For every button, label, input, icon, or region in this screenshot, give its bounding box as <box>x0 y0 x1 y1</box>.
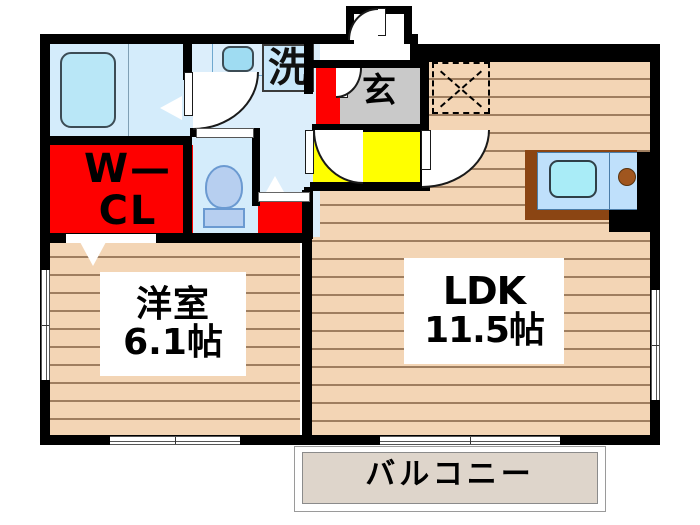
window-center-mark <box>652 345 659 346</box>
wall-top-ldk <box>418 44 660 62</box>
shoe-closet-opening-arrow <box>266 176 284 192</box>
wcl-label-line2: CL <box>98 188 158 234</box>
washitsu-size: 6.1帖 <box>123 322 223 363</box>
window-center-mark <box>175 437 176 444</box>
wall-vestibule-right <box>404 6 412 36</box>
washer-label: 洗 <box>268 45 308 91</box>
washitsu-name: 洋室 <box>135 284 210 326</box>
window-center-mark <box>42 325 49 326</box>
balcony-label: バルコニー <box>300 452 600 498</box>
window-center-mark <box>470 437 471 444</box>
wall-vestibule-left <box>346 6 354 36</box>
wall-genkan-bottom <box>312 124 428 132</box>
bath-opening-arrow <box>160 96 182 120</box>
wcl-opening-arrow <box>80 242 106 266</box>
wall-top-left <box>40 34 312 44</box>
toilet-tank-icon <box>203 208 245 228</box>
wall-hall-bottom <box>310 182 430 191</box>
wall-toilet-right <box>252 128 260 206</box>
wcl-closet <box>50 145 193 235</box>
genkan-label-box: 玄 <box>356 68 402 116</box>
toilet-bowl-icon <box>205 165 243 209</box>
pipe-shaft-icon <box>432 62 490 114</box>
washroom-door-leaf[interactable] <box>305 130 314 174</box>
washitsu-window-bottom[interactable] <box>110 436 240 445</box>
balcony-label-text: バルコニー <box>365 457 535 493</box>
wall-top-entry-right <box>404 34 418 44</box>
gas-burner-icon-1 <box>618 168 636 186</box>
wall-wcl-bottom <box>40 233 310 243</box>
shoe-closet-opening[interactable] <box>258 192 310 202</box>
genkan-label: 玄 <box>362 71 396 112</box>
wall-top-ldk-riser <box>410 44 420 62</box>
wall-bath-bottom <box>40 136 192 145</box>
unit-bath-divider <box>128 42 129 138</box>
ldk-size: 11.5帖 <box>424 310 545 352</box>
kitchen-counter-split <box>609 152 610 210</box>
ldk-balcony-door[interactable] <box>380 436 560 445</box>
ldk-window-right[interactable] <box>651 290 660 400</box>
ldk-label: LDK 11.5帖 <box>404 258 564 364</box>
wall-bottom-outer <box>40 435 660 445</box>
wall-right-outer <box>650 44 660 445</box>
ldk-door-leaf[interactable] <box>421 130 431 170</box>
wcl-label: W— CL <box>58 148 198 232</box>
wall-hall-right <box>420 60 429 190</box>
shoe-closet <box>258 202 310 237</box>
wcl-label-line1: W— <box>83 146 173 192</box>
wall-bath-washroom-divider <box>183 34 192 80</box>
wall-top-entry-left <box>312 34 354 44</box>
wall-kitchen-notch-2 <box>637 152 657 232</box>
ldk-name: LDK <box>442 269 526 314</box>
balcony-inner <box>302 452 598 504</box>
kitchen-sink-icon <box>549 160 597 198</box>
wall-washroom-right <box>304 34 313 94</box>
toilet-door-opening[interactable] <box>196 128 254 138</box>
wall-ldk-left <box>302 190 312 440</box>
wall-wcl-toilet-divider <box>183 136 192 239</box>
wcl-opening[interactable] <box>66 234 156 243</box>
wall-genkan-top <box>312 60 428 68</box>
vanity-sink-icon <box>222 46 254 72</box>
bath-door-leaf[interactable] <box>184 72 193 116</box>
washitsu-label: 洋室 6.1帖 <box>100 272 246 376</box>
washitsu-window-left[interactable] <box>41 270 50 380</box>
bathtub-icon <box>60 52 116 128</box>
